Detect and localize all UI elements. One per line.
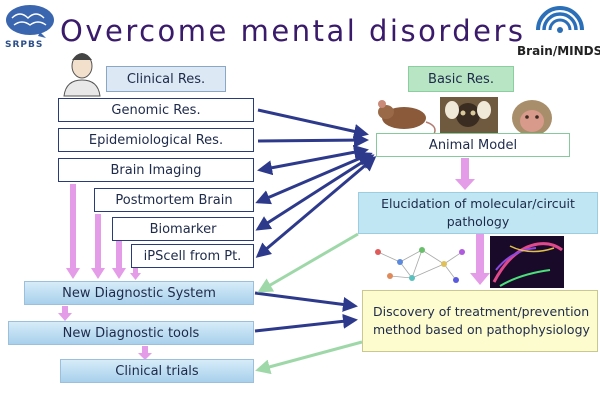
macaque-image [506, 95, 558, 137]
new-diagnostic-system-box: New Diagnostic System [24, 281, 254, 305]
clinical-trials-box: Clinical trials [60, 359, 254, 383]
discovery-box: Discovery of treatment/prevention method… [362, 290, 598, 352]
pink-arrows [58, 184, 152, 360]
clinical-research-header: Clinical Res. [106, 66, 226, 92]
brain-logo-icon [6, 5, 54, 38]
neural-circuit-image [490, 236, 564, 288]
ipscell-box: iPScell from Pt. [131, 244, 254, 268]
marmoset-image [440, 97, 498, 137]
network-graph-image [368, 240, 472, 286]
logo-left-text: SRPBS [5, 40, 44, 50]
epidemiological-research-box: Epidemiological Res. [58, 128, 254, 152]
animal-model-box: Animal Model [376, 133, 570, 157]
pink-arrows-basic [455, 158, 490, 285]
brain-imaging-box: Brain Imaging [58, 158, 254, 182]
green-arrows [255, 232, 363, 375]
brain-minds-logo-icon [536, 6, 584, 33]
navy-arrows [254, 108, 377, 333]
mouse-image [370, 95, 436, 137]
postmortem-brain-box: Postmortem Brain [94, 188, 254, 212]
page-title: Overcome mental disorders [60, 14, 526, 48]
new-diagnostic-tools-box: New Diagnostic tools [8, 321, 254, 345]
biomarker-box: Biomarker [112, 217, 254, 241]
basic-research-header: Basic Res. [408, 66, 514, 92]
logo-right-text: Brain/MINDS [517, 44, 600, 58]
elucidation-box: Elucidation of molecular/circuit patholo… [358, 192, 598, 234]
researcher-icon [63, 53, 101, 97]
genomic-research-box: Genomic Res. [58, 98, 254, 122]
